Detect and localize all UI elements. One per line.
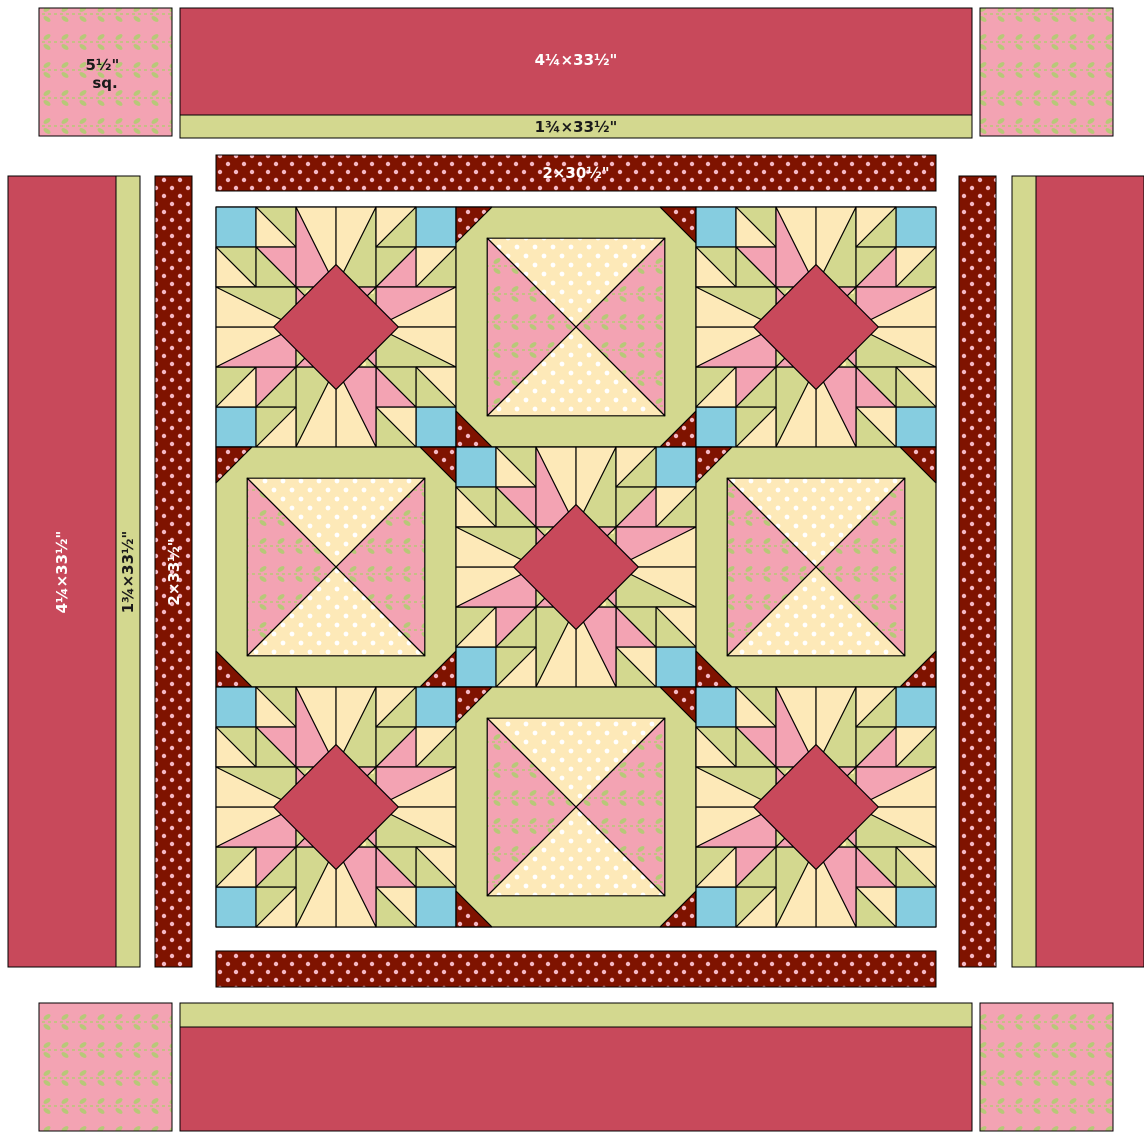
star-block: [696, 207, 936, 447]
corner-square-blue: [216, 207, 256, 247]
bottom-inner-border: [180, 1003, 972, 1027]
bottom-dot-border: [216, 951, 936, 987]
right-outer-border: [1036, 176, 1144, 967]
star-block: [696, 687, 936, 927]
right-dot-border: [959, 176, 996, 967]
corner-square-bottom-left: [39, 1003, 172, 1131]
corner-square-blue: [416, 687, 456, 727]
corner-square-blue: [896, 207, 936, 247]
corner-square-blue: [896, 687, 936, 727]
corner-square-blue: [456, 447, 496, 487]
star-block: [216, 207, 456, 447]
right-inner-border: [1012, 176, 1036, 967]
corner-square-blue: [896, 887, 936, 927]
corner-square-blue: [656, 447, 696, 487]
corner-square-blue: [456, 647, 496, 687]
corner-square-blue: [696, 687, 736, 727]
star-block: [216, 687, 456, 927]
star-block: [456, 447, 696, 687]
bottom-outer-border: [180, 1027, 972, 1131]
corner-square-blue: [696, 887, 736, 927]
corner-square-bottom-right: [980, 1003, 1113, 1131]
top-outer-border-label: 4¼×33½": [535, 51, 618, 69]
corner-square-top-right: [980, 8, 1113, 136]
snowball-block: [456, 207, 696, 447]
corner-square-blue: [416, 887, 456, 927]
left-outer-border-label: 4¼×33½": [53, 531, 71, 614]
corner-square-blue: [216, 687, 256, 727]
left-dot-border-label: 2×33½": [165, 538, 183, 605]
corner-square-blue: [696, 407, 736, 447]
corner-square-blue: [416, 207, 456, 247]
corner-square-blue: [216, 407, 256, 447]
corner-square-blue: [656, 647, 696, 687]
quilt-blocks: [216, 207, 936, 927]
corner-square-blue: [696, 207, 736, 247]
corner-square-blue: [896, 407, 936, 447]
corner-square-blue: [416, 407, 456, 447]
left-inner-border-label: 1¾×33½": [119, 531, 137, 614]
snowball-block: [456, 687, 696, 927]
top-dot-border-label: 2×30½": [542, 164, 609, 182]
snowball-block: [696, 447, 936, 687]
top-inner-border-label: 1¾×33½": [535, 118, 618, 136]
snowball-block: [216, 447, 456, 687]
corner-square-blue: [216, 887, 256, 927]
